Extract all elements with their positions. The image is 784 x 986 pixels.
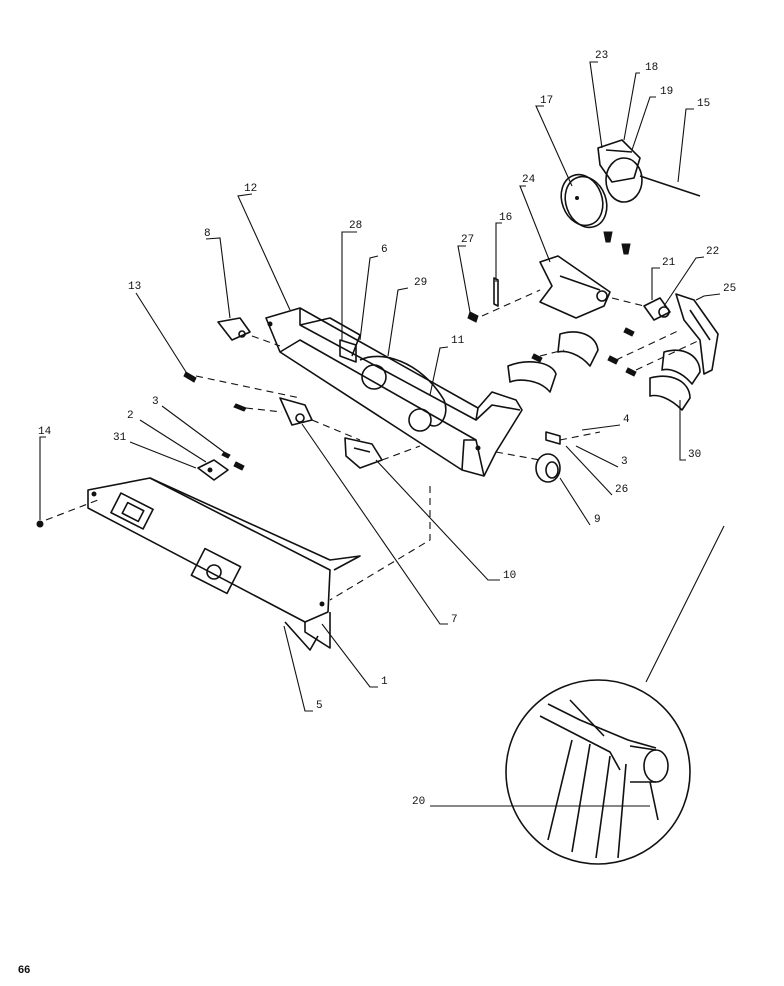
screw-23b bbox=[621, 243, 631, 255]
detail-view bbox=[505, 525, 725, 865]
callout-17: 17 bbox=[540, 95, 553, 107]
pin-16 bbox=[493, 277, 499, 307]
callout-4: 4 bbox=[623, 414, 630, 426]
cam-9 bbox=[535, 453, 561, 483]
actuator-24 bbox=[539, 255, 611, 319]
clip-26 bbox=[545, 431, 561, 445]
callout-23: 23 bbox=[595, 50, 608, 62]
callout-12: 12 bbox=[244, 183, 257, 195]
callout-13: 13 bbox=[128, 281, 141, 293]
screw-right-4 bbox=[625, 367, 637, 377]
callout-3: 3 bbox=[621, 456, 628, 468]
motor-bracket-18 bbox=[597, 139, 643, 203]
page-number: 66 bbox=[18, 964, 30, 976]
leader-lines bbox=[39, 61, 721, 807]
assembly-lines bbox=[45, 289, 701, 601]
callout-26: 26 bbox=[615, 484, 628, 496]
callout-20: 20 bbox=[412, 796, 425, 808]
switch-10 bbox=[344, 437, 383, 469]
screw-13 bbox=[183, 371, 197, 383]
callout-25: 25 bbox=[723, 283, 736, 295]
screw-3-left bbox=[221, 451, 231, 459]
callout-22: 22 bbox=[706, 246, 719, 258]
callout-15: 15 bbox=[697, 98, 710, 110]
switch-8 bbox=[217, 317, 251, 341]
callout-28: 28 bbox=[349, 220, 362, 232]
callout-30: 30 bbox=[688, 449, 701, 461]
screw-right-2 bbox=[607, 355, 619, 365]
callout-2: 2 bbox=[127, 410, 134, 422]
bracket-31 bbox=[197, 459, 229, 481]
screw-23a bbox=[603, 231, 613, 243]
callout-6: 6 bbox=[381, 244, 388, 256]
callout-31: 31 bbox=[113, 432, 127, 444]
switch-7 bbox=[279, 397, 313, 426]
callout-16: 16 bbox=[499, 212, 512, 224]
callout-29: 29 bbox=[414, 277, 427, 289]
screw-right-3 bbox=[623, 327, 635, 337]
screw-right-1 bbox=[531, 353, 543, 363]
cups-30 bbox=[507, 331, 701, 411]
callout-5: 5 bbox=[316, 700, 323, 712]
callout-27: 27 bbox=[461, 234, 474, 246]
callout-14: 14 bbox=[38, 426, 52, 438]
screw-small bbox=[233, 403, 247, 412]
callout-18: 18 bbox=[645, 62, 658, 74]
wheel-17 bbox=[560, 173, 608, 229]
main-housing bbox=[265, 307, 523, 477]
callout-21: 21 bbox=[662, 257, 676, 269]
callout-9: 9 bbox=[594, 514, 601, 526]
callout-24: 24 bbox=[522, 174, 536, 186]
screw-27 bbox=[467, 311, 479, 323]
callout-8: 8 bbox=[204, 228, 211, 240]
callout-10: 10 bbox=[503, 570, 516, 582]
callout-11: 11 bbox=[451, 335, 465, 347]
screw-14 bbox=[36, 520, 44, 528]
screw-2 bbox=[233, 461, 245, 471]
lever-25 bbox=[675, 293, 719, 375]
callout-labels: 1233456789101112131415161718192021222324… bbox=[38, 50, 736, 808]
front-panel bbox=[87, 477, 361, 651]
callout-1: 1 bbox=[381, 676, 388, 688]
callout-7: 7 bbox=[451, 614, 458, 626]
rod-15 bbox=[639, 175, 701, 197]
callout-3: 3 bbox=[152, 396, 159, 408]
callout-19: 19 bbox=[660, 86, 673, 98]
solenoid-22 bbox=[643, 297, 671, 321]
